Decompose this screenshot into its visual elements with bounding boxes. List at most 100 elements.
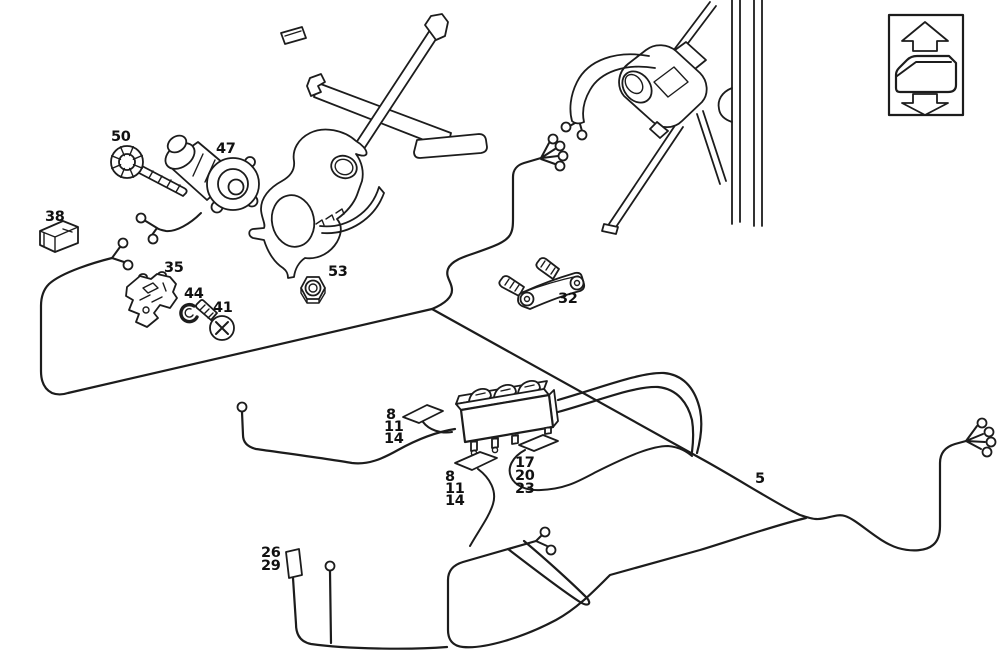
window-motor-47-illustration: [143, 134, 260, 236]
tag-3-wire: [508, 445, 693, 492]
part-label-29[interactable]: 29: [261, 558, 281, 574]
screw-threads: [199, 304, 214, 319]
tag-1-wire: [422, 421, 453, 434]
part-label-14[interactable]: 14: [445, 493, 465, 509]
part-label-53[interactable]: 53: [328, 264, 348, 280]
motor-body-right: [618, 44, 708, 129]
part-label-20[interactable]: 20: [515, 468, 535, 484]
part-label-32[interactable]: 32: [558, 291, 578, 307]
terminal-ring: [554, 140, 566, 152]
hairpin-wire: [506, 539, 591, 606]
rail-bulge: [717, 87, 733, 123]
left-branch-stubs: [111, 246, 125, 263]
upper-branch-wire: [430, 156, 543, 311]
power-window-legend-icon[interactable]: [887, 13, 965, 117]
terminal-ring: [539, 526, 551, 538]
clamp-hole-left: [519, 291, 535, 307]
guide-rail-right: [753, 0, 763, 227]
part-label-11[interactable]: 11: [445, 481, 465, 497]
bottom-terminal-wire: [328, 569, 333, 645]
door-switch-feed-wire: [240, 410, 457, 465]
terminal-ring: [117, 237, 129, 249]
bottom-fork-stubs: [535, 534, 548, 547]
motor-cap-knob: [166, 134, 188, 154]
terminal-ring: [135, 212, 147, 224]
motor-harness-tube: [569, 53, 656, 125]
wiring-harness: [39, 142, 986, 650]
washer-inner: [184, 307, 194, 318]
connector-tags: [402, 404, 693, 547]
terminal-ring: [985, 436, 997, 448]
down-arrow-icon: [901, 93, 949, 116]
terminal-ring: [560, 121, 572, 133]
gear-teeth: [111, 146, 143, 178]
clip-detail-lines: [39, 226, 79, 253]
part-label-17[interactable]: 17: [515, 455, 535, 471]
part-label-5[interactable]: 5: [755, 471, 765, 487]
gear-pinion-50-illustration: [110, 145, 188, 197]
connector-tag-8-11-14-b: [454, 451, 498, 471]
gear-rim: [110, 145, 144, 179]
part-label-8[interactable]: 8: [386, 407, 396, 423]
clamp-hole-right: [569, 275, 585, 291]
connector-tag-17-20-23: [518, 434, 559, 452]
terminal-ring: [545, 544, 557, 556]
terminal-ring: [576, 129, 588, 141]
part-label-44[interactable]: 44: [184, 286, 204, 302]
part-label-50[interactable]: 50: [111, 129, 131, 145]
switch-rocker-notches: [475, 384, 535, 396]
bundle-wire-1: [556, 371, 703, 455]
part-label-8[interactable]: 8: [445, 469, 455, 485]
part-label-41[interactable]: 41: [213, 300, 233, 316]
connector-26-29: [285, 548, 303, 579]
part-label-47[interactable]: 47: [216, 141, 236, 157]
window-glass-inner-line: [896, 61, 952, 77]
clamp-hole-right-inner: [573, 279, 581, 287]
screw-41-illustration: [195, 299, 235, 341]
part-label-35[interactable]: 35: [164, 260, 184, 276]
part-label-11[interactable]: 11: [384, 419, 404, 435]
terminal-ring: [557, 150, 569, 162]
clip-body: [39, 220, 79, 253]
scissor-arms-illustration: [280, 13, 488, 159]
bundle-wire-2: [556, 385, 695, 454]
guide-rail-left: [731, 0, 741, 225]
scissor-arm-notch-end: [306, 73, 326, 97]
part-label-23[interactable]: 23: [515, 481, 535, 497]
clamp-32-illustration: [498, 257, 586, 310]
scissor-arm-foot-plate: [413, 133, 488, 159]
motor-pigtail-wire: [143, 212, 202, 236]
upper-fan-stubs: [540, 142, 559, 165]
part-label-38[interactable]: 38: [45, 209, 65, 225]
sector-arc: [319, 186, 385, 235]
washer-ring: [179, 302, 199, 324]
gear-housing: [206, 157, 260, 211]
scissor-arm-top-end: [424, 13, 449, 41]
brace-cross: [696, 110, 727, 185]
connector-26-29-wire: [291, 576, 449, 650]
washer-44-illustration: [179, 302, 199, 324]
motor-detail-box: [653, 66, 689, 98]
nut-bore: [308, 283, 318, 293]
main-harness-wire-5: [39, 256, 968, 552]
part-label-26[interactable]: 26: [261, 545, 281, 561]
gear-shaft-ribs: [148, 170, 181, 193]
bracket-lobe: [270, 194, 316, 248]
terminal-ring: [236, 401, 248, 413]
gear-housing-hub: [227, 178, 245, 196]
clip-38-illustration: [39, 220, 79, 253]
clamp-screw-left-threads: [504, 278, 520, 292]
arm-stub-line: [284, 30, 302, 37]
terminal-ring: [976, 417, 988, 429]
terminal-ring: [981, 446, 993, 458]
nut-53-illustration: [300, 276, 326, 304]
window-switch-block-illustration: [455, 379, 559, 457]
relay-body: [125, 273, 178, 328]
pivot-hole-inner: [334, 158, 354, 176]
terminal-ring: [147, 233, 159, 245]
up-arrow-icon: [901, 21, 949, 52]
part-label-14[interactable]: 14: [384, 431, 404, 447]
